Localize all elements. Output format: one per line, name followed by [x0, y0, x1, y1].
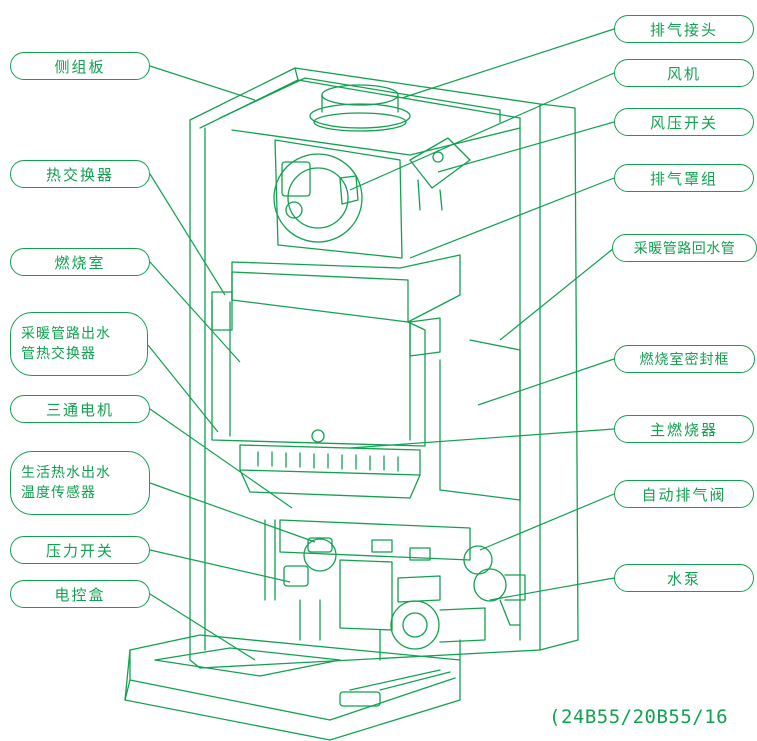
label-side-panel: 侧组板 — [10, 52, 150, 80]
gas-valve — [339, 559, 393, 631]
label-auto-air-vent: 自动排气阀 — [614, 480, 754, 508]
label-fan: 风机 — [614, 59, 754, 87]
boiler-drawing — [124, 67, 579, 741]
main-burner — [239, 444, 421, 476]
label-heating-outlet-hx: 采暖管路出水 管热交换器 — [10, 312, 148, 376]
fan-rotor — [273, 153, 363, 243]
heat-exchanger-pipe-left — [211, 291, 233, 331]
label-combustion-chamber: 燃烧室 — [10, 248, 150, 276]
fan-housing — [274, 139, 403, 259]
label-flue-connector: 排气接头 — [614, 15, 754, 43]
flue-hood — [231, 254, 461, 323]
hydraulic-block — [279, 519, 471, 561]
control-box — [124, 634, 461, 741]
label-air-pressure-switch: 风压开关 — [614, 108, 754, 136]
label-dhw-sensor-line1: 生活热水出水 — [21, 465, 111, 481]
leader-lines — [147, 28, 615, 661]
label-heat-exchanger: 热交换器 — [10, 160, 150, 188]
label-control-box: 电控盒 — [10, 580, 150, 608]
model-number: (24B55/20B55/16 — [549, 706, 729, 728]
label-main-burner: 主燃烧器 — [614, 415, 754, 443]
chamber-seal-frame — [439, 339, 521, 501]
flue-collar-base — [309, 103, 411, 129]
label-three-way-motor: 三通电机 — [10, 395, 150, 423]
casing-left-panel — [189, 119, 201, 669]
casing-back-top — [189, 67, 579, 651]
label-flue-hood: 排气罩组 — [614, 164, 754, 192]
label-dhw-sensor-line2: 温度传感器 — [21, 485, 96, 501]
label-pressure-switch: 压力开关 — [10, 536, 150, 564]
casing-top-bar — [219, 77, 521, 156]
pressure-switch-unit — [409, 137, 471, 211]
water-pump — [390, 600, 440, 650]
three-way-motor-body — [303, 538, 337, 572]
label-chamber-seal-frame: 燃烧室密封框 — [614, 345, 755, 373]
label-dhw-sensor: 生活热水出水 温度传感器 — [10, 451, 150, 515]
combustion-chamber — [211, 299, 426, 447]
label-heating-return-pipe: 采暖管路回水管 — [612, 234, 757, 262]
heat-exchanger-pipe-right — [409, 317, 441, 357]
pressure-switch-body — [283, 565, 309, 587]
label-heating-outlet-hx-line2: 管热交换器 — [21, 346, 96, 362]
label-water-pump: 水泵 — [614, 564, 754, 592]
fan-motor — [281, 161, 311, 197]
burner-jets — [257, 451, 399, 472]
label-heating-outlet-hx-line1: 采暖管路出水 — [21, 326, 111, 342]
